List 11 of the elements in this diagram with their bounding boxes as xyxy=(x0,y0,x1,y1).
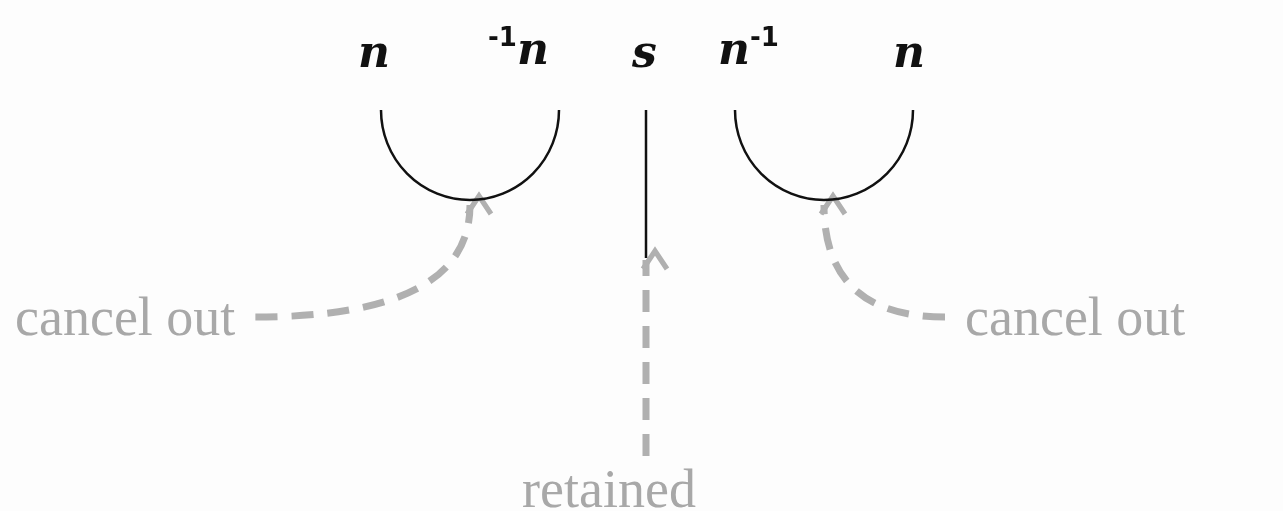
math-symbol: $^{-1}$n xyxy=(488,24,549,72)
math-symbol: n xyxy=(358,30,390,74)
annotation-text: retained xyxy=(522,462,696,511)
cup-arc xyxy=(734,110,914,202)
cup-arc xyxy=(380,110,560,202)
annotation-text: cancel out xyxy=(15,290,236,344)
math-symbol: n xyxy=(893,30,925,74)
dashed-arrow xyxy=(818,192,946,321)
annotation-text: cancel out xyxy=(965,290,1186,344)
math-symbol: n$^{-1}$ xyxy=(718,24,779,72)
math-symbol: s xyxy=(632,30,657,74)
